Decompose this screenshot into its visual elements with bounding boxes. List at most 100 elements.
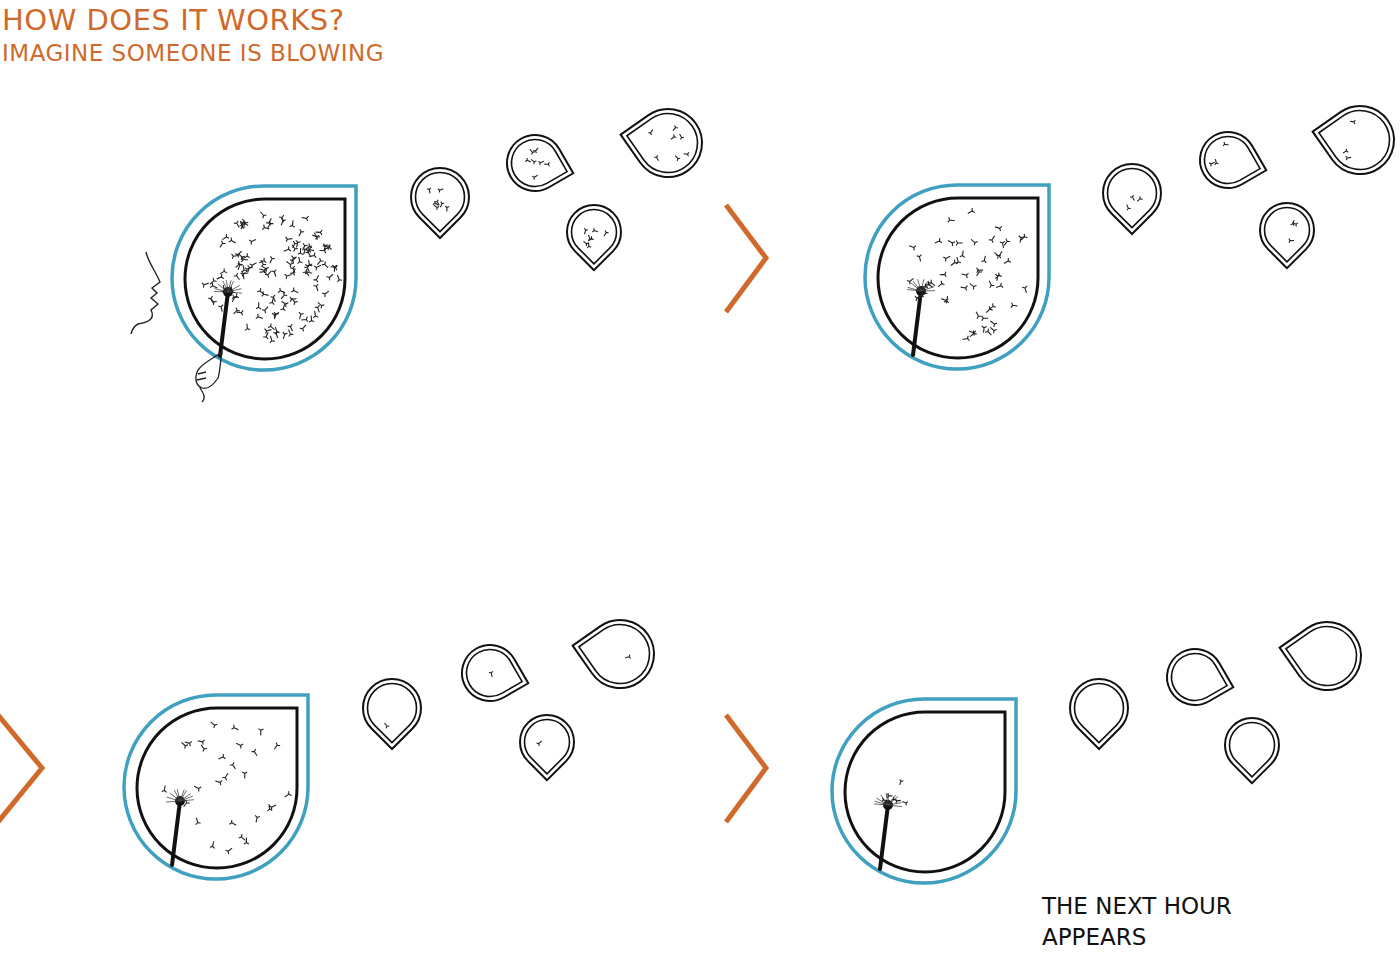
small-drop xyxy=(363,679,421,749)
seed xyxy=(982,326,987,333)
seed xyxy=(236,743,243,748)
seed xyxy=(313,311,318,318)
seed xyxy=(989,303,996,309)
seed xyxy=(318,302,325,308)
seed xyxy=(259,258,266,263)
seed xyxy=(907,278,914,284)
seed xyxy=(238,254,244,260)
seed xyxy=(969,331,976,336)
seed xyxy=(956,257,961,264)
seed xyxy=(270,295,275,302)
small-drop xyxy=(1167,649,1233,705)
seed xyxy=(588,235,592,241)
dandelion-fluff xyxy=(888,805,902,807)
seed xyxy=(322,261,328,267)
seed xyxy=(317,258,323,265)
seed xyxy=(292,298,298,305)
subtitle: IMAGINE SOMEONE IS BLOWING xyxy=(2,40,384,66)
seed xyxy=(921,291,928,296)
seed xyxy=(996,251,1002,258)
seed xyxy=(202,283,209,288)
seed xyxy=(242,772,247,779)
small-drop xyxy=(1260,203,1314,268)
seed xyxy=(232,725,239,730)
seed xyxy=(951,260,958,266)
seed xyxy=(239,834,246,840)
seed xyxy=(218,754,225,759)
outer-drop xyxy=(172,186,356,370)
seed xyxy=(995,273,1002,279)
seed xyxy=(220,241,226,248)
seed xyxy=(1130,195,1134,201)
inner-drop xyxy=(878,198,1038,358)
seed xyxy=(960,251,965,258)
seed xyxy=(962,336,969,341)
small-drop xyxy=(567,205,621,270)
seed xyxy=(909,246,916,251)
seed xyxy=(926,281,933,287)
seed xyxy=(262,292,269,297)
step-arrow xyxy=(0,715,42,822)
seed xyxy=(970,284,977,290)
seed xyxy=(265,271,271,278)
seed xyxy=(427,188,431,193)
seed xyxy=(301,317,308,322)
seed xyxy=(935,238,942,243)
clock-panel xyxy=(172,109,702,370)
seed xyxy=(996,283,1003,288)
dandelion-fluff xyxy=(888,803,902,805)
small-drop-inner xyxy=(579,624,650,683)
seed xyxy=(941,299,948,304)
small-drop-inner xyxy=(524,719,569,773)
seed xyxy=(312,235,319,240)
small-drop-inner xyxy=(416,173,465,232)
seed xyxy=(900,779,904,785)
seed xyxy=(302,216,309,221)
dandelion-fluff xyxy=(918,279,921,291)
seed xyxy=(584,228,588,234)
seed xyxy=(210,278,216,284)
seed xyxy=(286,237,293,242)
seed xyxy=(604,231,608,236)
small-drop xyxy=(462,645,528,701)
seed xyxy=(298,257,303,264)
seed xyxy=(217,274,224,279)
seed xyxy=(990,327,997,333)
seed xyxy=(1350,120,1355,124)
small-drop-inner xyxy=(368,683,417,742)
seed xyxy=(284,246,291,251)
seed xyxy=(236,310,243,315)
small-drop-inner xyxy=(1229,723,1274,777)
seed xyxy=(489,671,493,677)
seed xyxy=(235,251,241,257)
seed xyxy=(305,264,312,269)
seed xyxy=(592,228,598,232)
seed xyxy=(280,304,285,311)
seed xyxy=(258,729,263,736)
dandelion-stem xyxy=(172,801,180,865)
seed xyxy=(222,285,227,292)
seed xyxy=(290,257,296,263)
seed xyxy=(1289,239,1294,243)
seed xyxy=(215,780,222,785)
seed xyxy=(270,336,275,343)
seed xyxy=(268,221,274,228)
seed xyxy=(248,265,253,272)
seed xyxy=(989,236,995,243)
seed xyxy=(882,798,887,802)
seed xyxy=(194,786,201,791)
inner-drop xyxy=(185,199,345,359)
seed xyxy=(229,820,236,825)
seed xyxy=(234,221,239,228)
seed xyxy=(260,269,267,274)
dandelion-fluff xyxy=(180,800,194,801)
seed xyxy=(292,245,298,252)
seed xyxy=(249,239,256,244)
seed xyxy=(220,268,227,273)
seed xyxy=(532,175,538,179)
seed xyxy=(385,723,390,728)
clock-panel xyxy=(124,620,654,879)
seed xyxy=(671,134,676,139)
seed xyxy=(917,255,922,262)
small-drop-inner xyxy=(512,140,568,187)
